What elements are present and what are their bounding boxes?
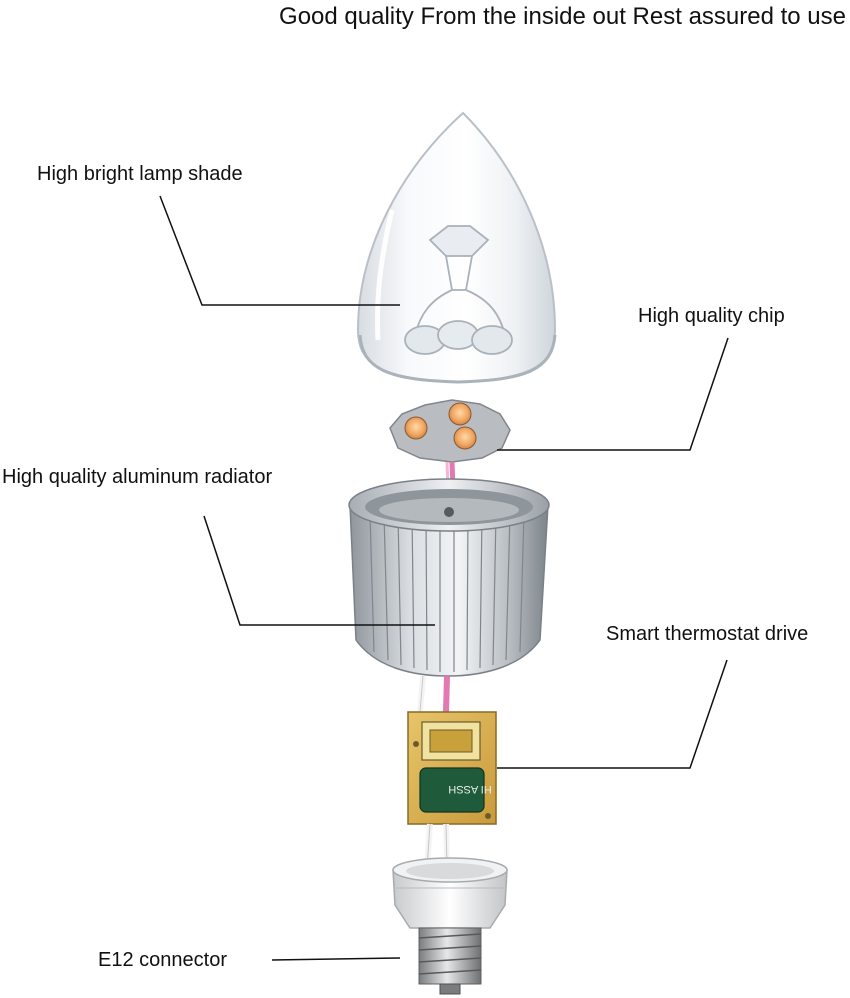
aluminum-radiator [348, 461, 550, 677]
led-chip [448, 402, 472, 426]
led-chip [404, 416, 428, 440]
radiator-fins [369, 514, 525, 672]
shade-inner-lens [404, 225, 513, 355]
leader-drive [497, 659, 728, 769]
driver-wires [417, 675, 450, 713]
leader-connector [271, 957, 401, 961]
callout-lamp-shade: High bright lamp shade [37, 163, 243, 185]
callout-drive: Smart thermostat drive [606, 623, 809, 645]
callout-leaders [159, 195, 729, 961]
led-chip [453, 426, 477, 450]
leader-radiator [203, 515, 435, 626]
leader-chip [497, 337, 729, 451]
callout-chip: High quality chip [638, 305, 785, 327]
callout-connector: E12 connector [98, 949, 227, 971]
e12-connector [392, 857, 508, 995]
page-title: Good quality From the inside out Rest as… [279, 3, 846, 30]
lamp-shade [356, 111, 557, 384]
thermostat-driver-board: HI ASSH [407, 711, 497, 825]
callout-radiator: High quality aluminum radiator [2, 466, 273, 488]
leader-lamp-shade [159, 195, 400, 306]
driver-board-marking: HI ASSH [448, 783, 491, 795]
led-chip-board [389, 399, 511, 463]
